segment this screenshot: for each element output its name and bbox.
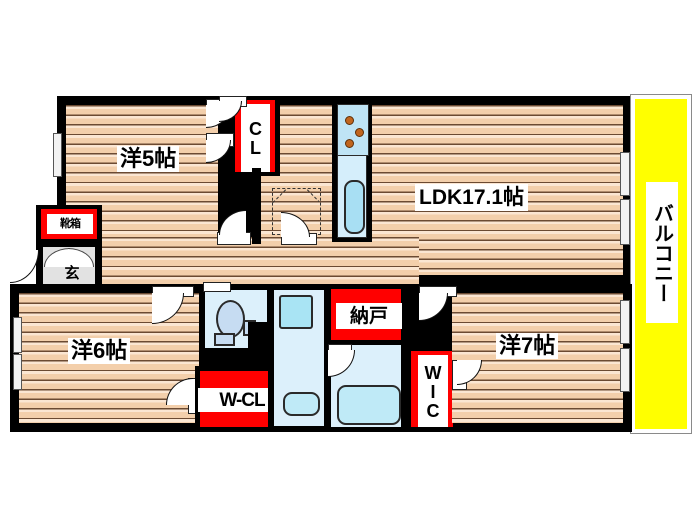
kitchen-stove (337, 104, 369, 156)
room-label-yo6: 洋6帖 (68, 338, 131, 364)
room-floor-yo7 (452, 293, 623, 423)
window-yo7-upper[interactable] (620, 300, 630, 344)
window-yo5-left (53, 133, 62, 177)
balcony-door-upper[interactable] (620, 152, 630, 196)
room-label-yo7: 洋7帖 (496, 333, 559, 359)
balcony-label: バルコニー (646, 182, 678, 323)
front-door-swing[interactable] (10, 250, 39, 283)
toilet-bowl (216, 300, 245, 338)
wic-closet-label: WIC (418, 355, 448, 427)
room-label-yo5: 洋5帖 (117, 146, 180, 172)
nando-label: 納戸 (336, 303, 402, 329)
stove-burner-3 (345, 139, 354, 148)
entrance-label: 玄 (64, 264, 80, 282)
room-label-ldk: LDK17.1帖 (415, 184, 529, 211)
washstand-basin (283, 392, 320, 416)
cl-closet-label: CL (241, 104, 270, 172)
balcony-door-lower[interactable] (620, 199, 630, 245)
window-yo6-left-upper (13, 317, 22, 353)
wall-below-cl (252, 168, 261, 244)
kitchen-sink-bowl (344, 180, 365, 234)
window-yo6-left-lower (13, 354, 22, 390)
toilet-tank (214, 333, 235, 346)
stove-burner-1 (345, 116, 354, 125)
corridor-floor (100, 237, 290, 284)
bathtub (337, 385, 401, 425)
stove-burner-2 (355, 128, 364, 137)
shoe-cabinet-label: 靴箱 (47, 214, 93, 234)
washing-machine-space (279, 295, 313, 329)
toilet-door-panel[interactable] (203, 282, 231, 292)
window-yo7-lower[interactable] (620, 348, 630, 392)
